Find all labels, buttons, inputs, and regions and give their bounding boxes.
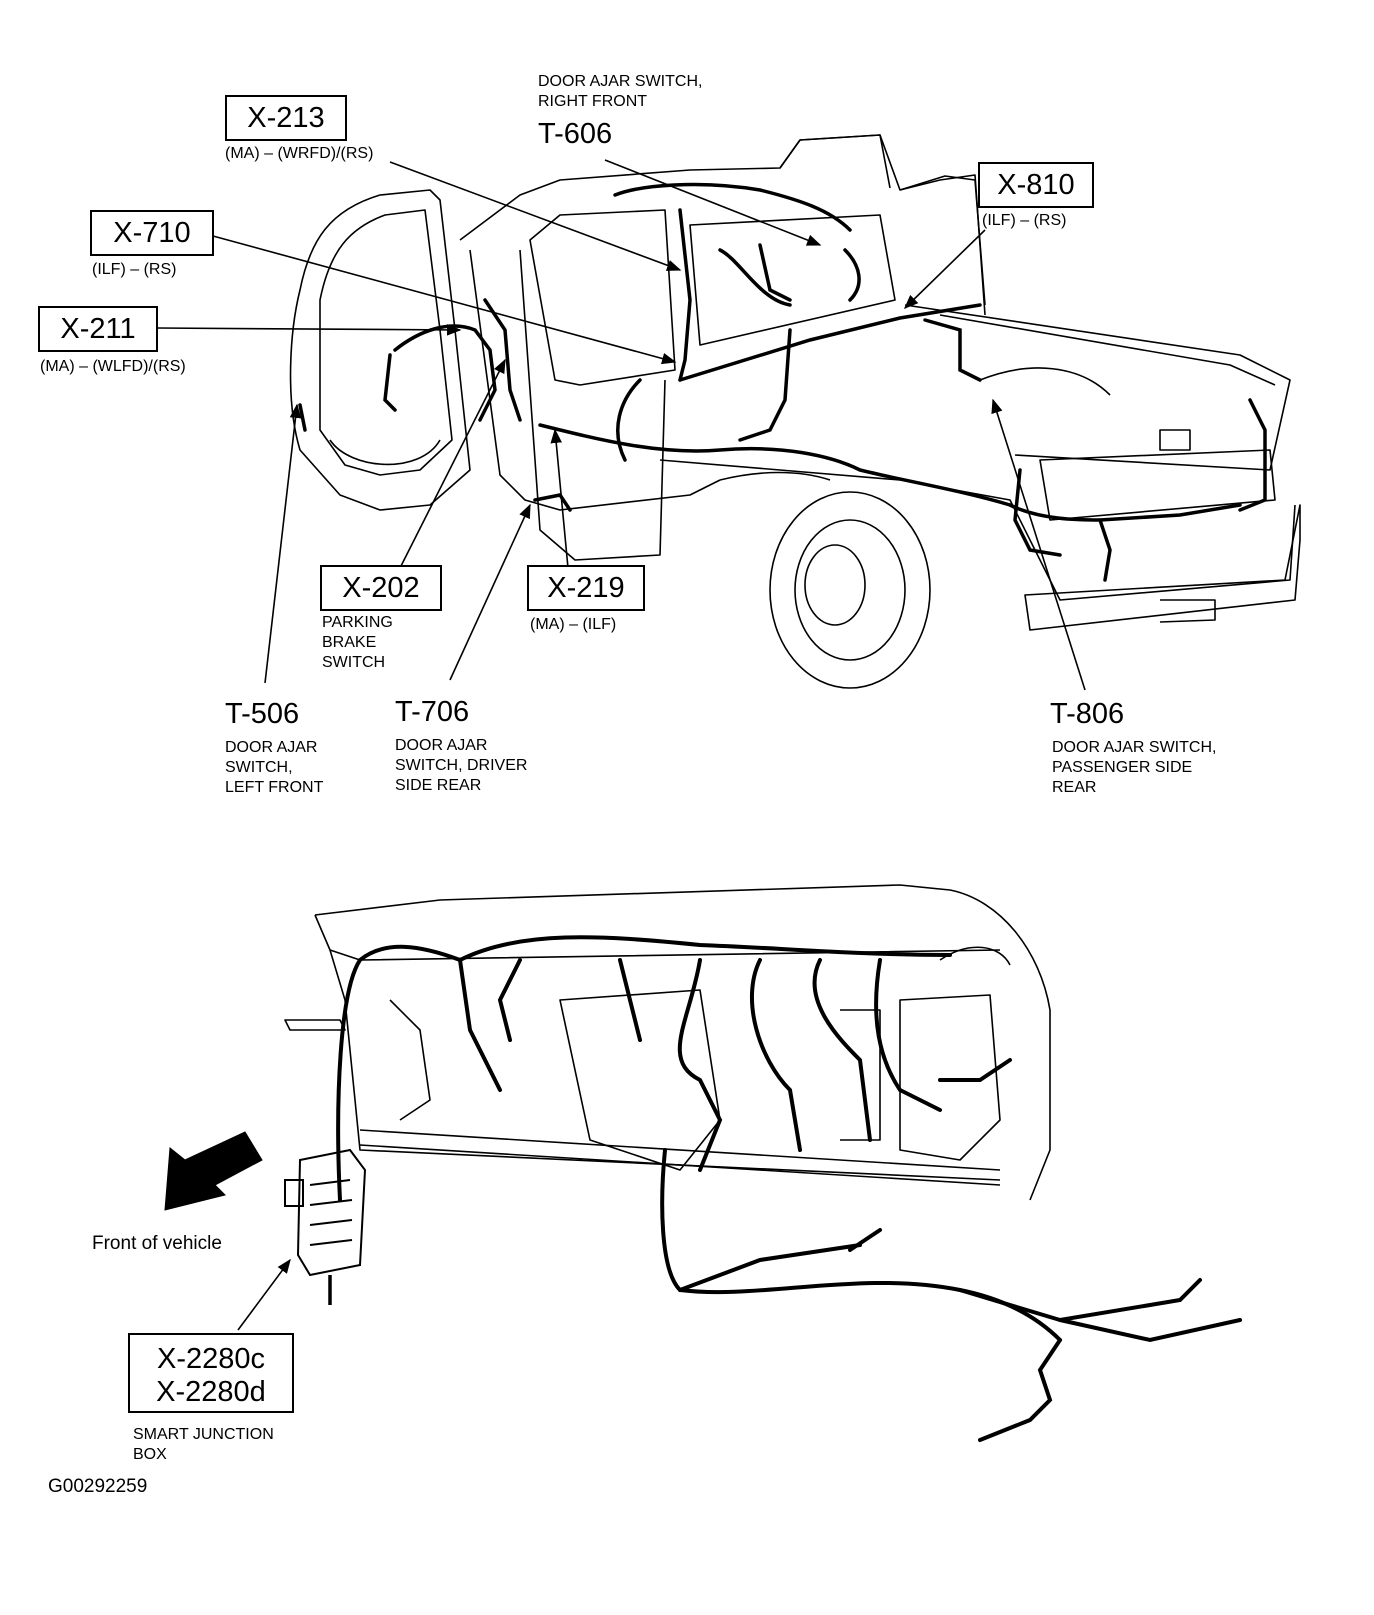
x213-subtitle: (MA) – (WRFD)/(RS) <box>225 145 374 162</box>
x2280-sub-line2: BOX <box>133 1446 167 1463</box>
x202-sub-line2: BRAKE <box>322 634 377 651</box>
x211-subtitle: (MA) – (WLFD)/(RS) <box>40 358 186 375</box>
x213-connector-box: X-213 <box>225 95 347 141</box>
x810-subtitle: (ILF) – (RS) <box>982 212 1067 229</box>
x710-connector-box: X-710 <box>90 210 214 256</box>
x202-sub-line3: SWITCH <box>322 654 386 671</box>
x710-subtitle: (ILF) – (RS) <box>92 261 177 278</box>
t806-desc-line2: PASSENGER SIDE <box>1052 759 1193 776</box>
t606-desc-line2: RIGHT FRONT <box>538 93 648 110</box>
truck-wiring-illustration <box>289 134 1301 689</box>
smart-junction-box-illustration <box>284 1148 367 1305</box>
t706-desc-line2: SWITCH, DRIVER <box>395 757 528 774</box>
x213-code: X-213 <box>247 102 325 134</box>
t806-desc-line3: REAR <box>1052 779 1097 796</box>
t506-code: T-506 <box>225 698 300 730</box>
front-direction-arrow-icon <box>164 1131 263 1211</box>
x810-code: X-810 <box>997 169 1075 201</box>
x202-connector-box: X-202 <box>320 565 442 611</box>
x219-subtitle: (MA) – (ILF) <box>530 616 617 633</box>
t506-desc-line1: DOOR AJAR <box>225 739 318 756</box>
dashboard-harness <box>336 935 1242 1442</box>
t506-desc-line3: LEFT FRONT <box>225 779 324 796</box>
x2280-connector-box: X-2280c X-2280d <box>128 1333 294 1413</box>
x710-code: X-710 <box>113 217 191 249</box>
x211-connector-box: X-211 <box>38 306 158 352</box>
t706-desc-line1: DOOR AJAR <box>395 737 488 754</box>
x2280c-code: X-2280c <box>156 1343 265 1375</box>
x2280-sub-line1: SMART JUNCTION <box>133 1426 274 1443</box>
x202-code: X-202 <box>342 572 420 604</box>
t806-desc-line1: DOOR AJAR SWITCH, <box>1052 739 1217 756</box>
figure-id: G00292259 <box>48 1476 148 1497</box>
front-of-vehicle-label: Front of vehicle <box>92 1233 222 1254</box>
t606-code: T-606 <box>538 118 613 150</box>
x219-connector-box: X-219 <box>527 565 645 611</box>
x211-code: X-211 <box>60 313 136 345</box>
x2280d-code: X-2280d <box>156 1376 266 1408</box>
t706-code: T-706 <box>395 696 470 728</box>
t506-desc-line2: SWITCH, <box>225 759 293 776</box>
dashboard-harness-illustration <box>284 884 1051 1201</box>
x219-code: X-219 <box>547 572 625 604</box>
t706-desc-line3: SIDE REAR <box>395 777 482 794</box>
x202-sub-line1: PARKING <box>322 614 393 631</box>
t806-code: T-806 <box>1050 698 1125 730</box>
callout-leaders <box>156 159 1086 1331</box>
x810-connector-box: X-810 <box>978 162 1094 208</box>
t606-desc-line1: DOOR AJAR SWITCH, <box>538 73 703 90</box>
